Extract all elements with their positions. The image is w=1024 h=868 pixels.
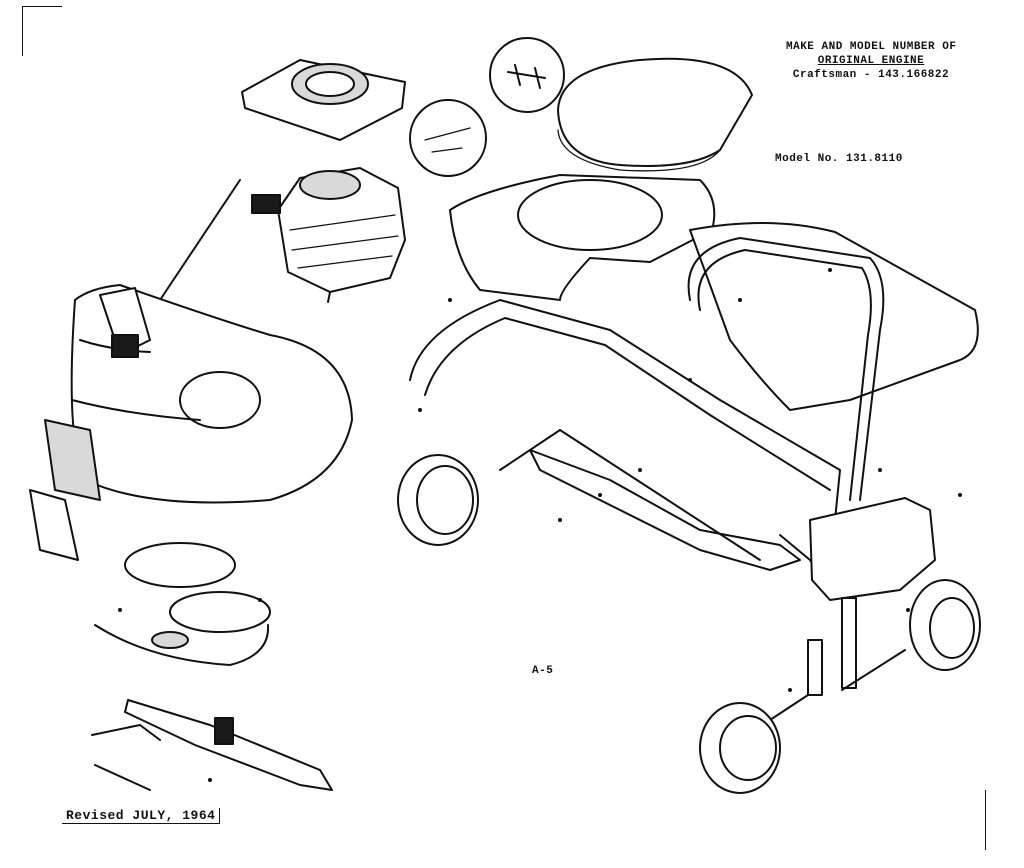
detail-circle-bracket <box>489 37 565 113</box>
engine-shroud <box>241 59 406 141</box>
engine-note-line2: ORIGINAL ENGINE <box>817 55 925 67</box>
sheet-corner-mark <box>22 6 37 56</box>
mower-blade <box>91 699 333 791</box>
spindle-pulley-assembly <box>94 542 271 666</box>
engine-note-line1: MAKE AND MODEL NUMBER OF <box>786 41 957 53</box>
rear-body-panel <box>687 221 979 501</box>
rear-left-wheel <box>397 454 479 546</box>
detail-circle-small-parts <box>409 99 487 177</box>
front-right-wheel <box>909 579 981 671</box>
seat <box>557 57 753 172</box>
front-axle-assembly <box>769 497 936 721</box>
original-engine-note: MAKE AND MODEL NUMBER OF ORIGINAL ENGINE… <box>786 40 956 82</box>
seat-pan-hood <box>449 174 716 301</box>
throttle-cable <box>134 179 241 311</box>
sheet-corner-mark <box>22 6 62 7</box>
sheet-edge-mark <box>985 790 986 850</box>
part-callout-marks <box>118 268 962 782</box>
mower-deck <box>29 284 353 561</box>
engine-block <box>251 167 406 303</box>
revision-date-label: Revised JULY, 1964 <box>62 808 221 824</box>
front-left-wheel <box>699 702 781 794</box>
engine-note-line3: Craftsman - 143.166822 <box>792 69 950 81</box>
page-label: A-5 <box>532 665 554 677</box>
model-number-label: Model No. 131.8110 <box>775 153 903 165</box>
